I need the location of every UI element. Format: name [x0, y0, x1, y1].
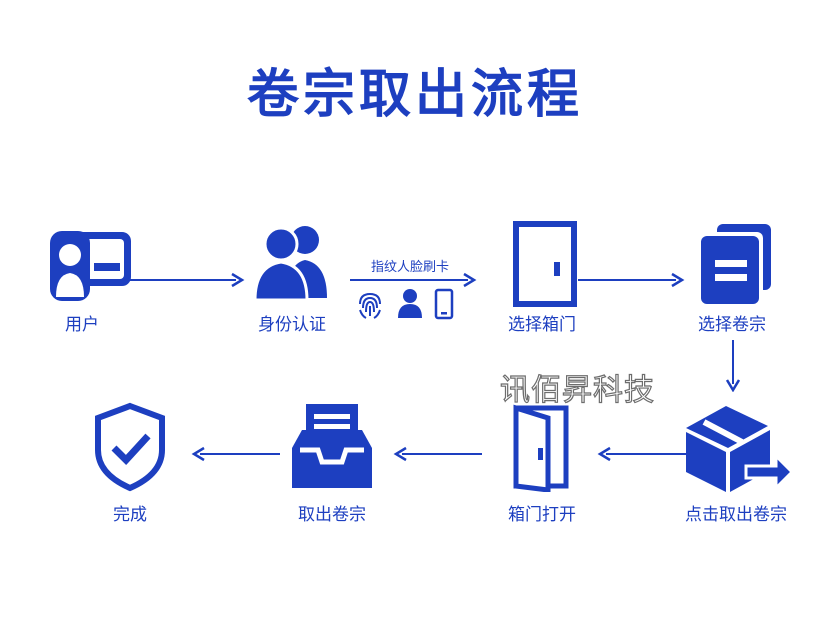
step-label-user: 用户: [65, 315, 99, 335]
user-card-icon: [50, 231, 131, 301]
step-label-auth: 身份认证: [258, 315, 326, 335]
step-doc-select: [672, 218, 792, 308]
step-label-door-select: 选择箱门: [508, 315, 576, 335]
arrow-doc-to-takeout: [725, 340, 741, 392]
step-label-take-out: 点击取出卷宗: [685, 505, 787, 525]
arrow-retrieve-to-done: [191, 446, 280, 462]
documents-icon: [701, 224, 771, 304]
person-icon: [398, 289, 422, 318]
step-label-retrieve: 取出卷宗: [298, 505, 366, 525]
auth-methods-label: 指纹人脸刷卡: [370, 260, 449, 275]
step-door-select: [482, 220, 602, 308]
arrow-user-to-auth: [130, 272, 245, 288]
tray-icon: [292, 404, 372, 488]
step-take-out: [676, 400, 796, 495]
auth-icons: [354, 288, 464, 322]
step-label-door-open: 箱门打开: [508, 505, 576, 525]
step-label-doc-select: 选择卷宗: [698, 315, 766, 335]
door-closed-icon: [513, 221, 577, 307]
fingerprint-icon: [359, 292, 381, 319]
people-icon: [253, 226, 327, 300]
arrow-door-to-doc: [578, 272, 685, 288]
step-done: [70, 402, 190, 492]
door-open-icon: [513, 404, 569, 492]
watermark: 讯佰昇科技: [499, 372, 655, 408]
step-label-done: 完成: [113, 505, 147, 525]
step-auth: [232, 220, 352, 300]
step-retrieve: [272, 400, 392, 492]
card-icon: [434, 288, 454, 320]
shield-check-icon: [95, 402, 165, 492]
step-door-open: [482, 402, 602, 492]
arrow-takeout-to-door-open: [597, 446, 686, 462]
box-export-icon: [686, 406, 795, 492]
step-user: [22, 225, 142, 305]
page-title: 卷宗取出流程: [246, 65, 583, 125]
arrow-auth-to-door: [350, 272, 477, 288]
arrow-door-open-to-retrieve: [393, 446, 482, 462]
